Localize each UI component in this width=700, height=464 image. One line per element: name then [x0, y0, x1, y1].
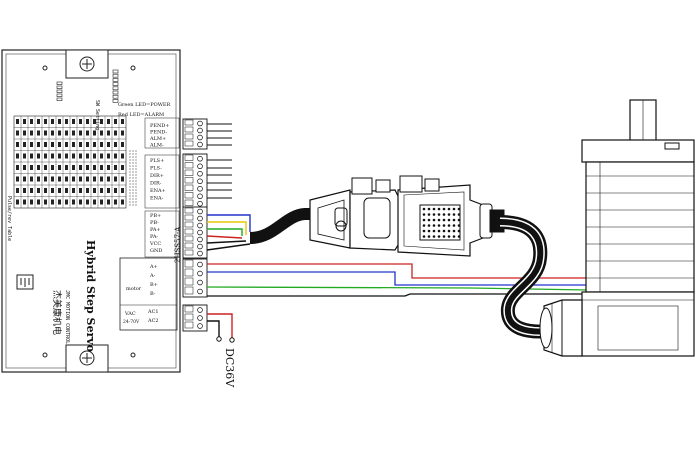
motor-cable — [499, 215, 561, 339]
terminal-screw — [197, 229, 203, 236]
signal-pin-label: ENA- — [150, 196, 164, 202]
terminal-screw — [197, 163, 203, 170]
red-led-label: Red LED=ALARM — [118, 112, 164, 118]
control-pin-label: ALM- — [149, 143, 164, 149]
encoder-pin-label: PB+ — [150, 213, 161, 219]
terminal-screw — [197, 171, 203, 177]
encoder-pin-label: PB- — [150, 220, 159, 226]
terminal-screw — [197, 261, 203, 268]
encoder-pin-label: GND — [150, 248, 162, 254]
control-pin-label: PEND- — [150, 130, 167, 136]
terminal-screw — [197, 193, 203, 200]
terminal-screw — [197, 270, 203, 277]
terminal-screw — [197, 279, 203, 286]
encoder-pin-label: VCC — [149, 241, 161, 247]
encoder-pin-label: PA+ — [150, 227, 161, 233]
db-connector — [309, 175, 505, 257]
encoder-wires — [206, 214, 251, 251]
terminal-screw — [197, 250, 203, 257]
dip-switch — [112, 99, 119, 103]
dip-switch — [112, 69, 119, 74]
control-pin-label: ALM+ — [149, 136, 166, 142]
encoder-pin-label: PA- — [150, 234, 159, 240]
power-pin-label: AC2 — [147, 318, 159, 324]
motor-pin-label: B- — [150, 291, 156, 297]
signal-pin-label: DIR- — [150, 181, 162, 187]
terminal-screw — [197, 186, 203, 192]
signal-pin-label: DIR+ — [150, 173, 164, 179]
motor-pin-label: B+ — [150, 282, 158, 288]
dip-switch — [112, 86, 119, 91]
brand-name-cn: 杰美康机电 — [51, 290, 63, 335]
terminal-screw — [197, 178, 203, 185]
terminal-screw — [197, 127, 203, 134]
dc-positive-terminal — [229, 337, 235, 343]
supply-voltage-label: DC36V — [223, 348, 236, 388]
terminal-screw — [197, 156, 203, 162]
dip-switch — [112, 90, 119, 95]
motor-phase-wires — [206, 263, 589, 297]
control-pin-label: PEND+ — [150, 123, 170, 129]
brand-logo — [16, 274, 34, 290]
terminal-screw — [197, 323, 203, 329]
motor-pin-label: A- — [149, 273, 156, 279]
brand-name-en: JMC MOTION CONTROL — [64, 290, 70, 344]
control-stub-wires — [207, 123, 232, 199]
voltage-range-label: 24-70V — [123, 319, 140, 325]
driver-title: Hybrid Step Servo — [84, 240, 97, 352]
terminal-screw — [197, 120, 203, 127]
signal-pin-label: PLS+ — [150, 158, 164, 164]
terminal-screw — [197, 215, 203, 222]
model-tag: 2HSS57-A — [174, 226, 182, 263]
dip-switch — [112, 82, 119, 86]
terminal-screw — [197, 134, 203, 141]
terminal-screw — [197, 243, 203, 250]
terminal-screw — [197, 208, 203, 215]
terminal-screw — [197, 315, 203, 321]
stepper-motor — [539, 99, 695, 357]
terminal-screw — [197, 141, 203, 148]
signal-pin-label: ENA+ — [150, 188, 166, 194]
terminal-screw — [197, 288, 203, 295]
mount-screw-bottom — [79, 350, 95, 366]
terminal-blocks — [182, 118, 208, 332]
encoder-cable-left — [249, 208, 320, 244]
terminal-screw — [197, 236, 203, 243]
mount-screw-top — [79, 56, 95, 72]
dip-switch-block: SW Setting — [56, 69, 119, 130]
terminal-screw — [197, 222, 203, 229]
pulse-rev-table-label: Pulse/rev Table — [6, 196, 12, 241]
vac-label: VAC — [124, 311, 136, 317]
dip-switch — [112, 73, 119, 78]
motor-box-label: motor — [126, 286, 142, 292]
signal-pin-label: PLS- — [150, 166, 162, 172]
power-pin-label: AC1 — [147, 309, 159, 315]
motor-pin-label: A+ — [149, 264, 158, 270]
green-led-label: Green LED=POWER — [118, 102, 171, 108]
sw-setting-label: SW Setting — [94, 100, 100, 130]
dip-switch — [112, 78, 119, 82]
terminal-screw — [197, 201, 203, 207]
power-supply-wires — [207, 313, 233, 340]
control-signal-group: PEND+PEND-ALM+ALM- PLS+ PLS-DIR+ DIR-ENA+ EN… — [144, 117, 180, 258]
terminal-screw — [197, 307, 203, 313]
pulse-rev-table: Pulse/rev Table — [6, 115, 137, 241]
dip-switch — [112, 94, 119, 99]
dc-negative-terminal — [216, 336, 222, 342]
